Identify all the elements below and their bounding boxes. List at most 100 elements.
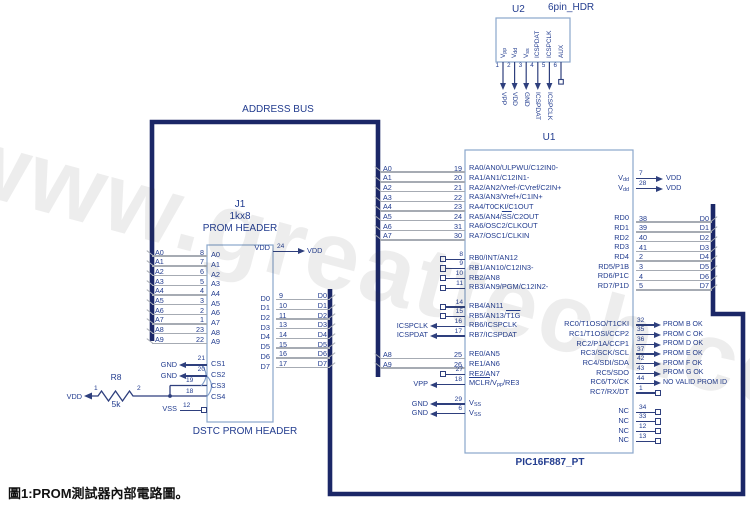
arrow-right-icon	[654, 351, 661, 358]
arrow-right-icon	[298, 248, 305, 255]
u2-part-label: 6pin_HDR	[548, 2, 595, 13]
u2-pin-arrows	[500, 83, 553, 90]
r8-refdes: R8	[110, 372, 122, 382]
arrow-right-icon	[654, 361, 661, 368]
nc-stub-row: 15	[440, 309, 465, 321]
wire	[636, 187, 656, 190]
u2-pin-name: Vpp	[499, 47, 508, 58]
arrow-left-icon	[179, 373, 186, 380]
nc-stub-row: 9	[440, 261, 465, 273]
u1-part-label: PIC16F887_PT	[515, 457, 585, 468]
u2-pin-name: AUX	[557, 44, 565, 58]
pin-name: Vdd	[618, 182, 629, 193]
wire	[186, 364, 207, 366]
pin-name: RC3/SCK/SCL	[580, 348, 629, 358]
arrow-left-icon	[430, 333, 437, 340]
u2-refdes: U2	[512, 4, 525, 15]
arrow-left-icon	[430, 410, 437, 417]
pin-name: A7	[211, 318, 221, 327]
nc-stub-row: 8	[440, 251, 465, 263]
wire	[437, 403, 465, 405]
pin-name: RA7/OSC1/CLKIN	[469, 231, 530, 240]
u1-re2-mclr-names: RE2/AN7 MCLR/Vpp/RE3	[469, 369, 519, 389]
nc-stub-row: 33	[636, 414, 661, 426]
u2-pin-name: Vss	[522, 48, 531, 58]
pin-name: RD2	[614, 232, 629, 242]
pin-name: RC6/TX/CK	[590, 377, 629, 387]
pin-name: A4	[211, 288, 221, 298]
pin-name: NC	[618, 435, 629, 445]
j1-titleblock: J1 1kx8 PROM HEADER	[165, 199, 315, 235]
pin-name: CS4	[211, 391, 226, 401]
wire	[437, 325, 465, 327]
pin-name: RE1/AN6	[469, 359, 500, 369]
pin-name: RD3	[614, 242, 629, 252]
pin-name: A6	[211, 308, 221, 318]
wire	[437, 413, 465, 415]
pin-name: RC5/SDO	[596, 367, 629, 377]
wire	[437, 335, 465, 337]
pin-number: 2	[507, 62, 511, 69]
j1-refdes: J1	[234, 199, 246, 210]
pin-name: RB7/ICSPDAT	[469, 330, 517, 340]
u1-rc7-stub: 1	[636, 385, 661, 397]
wire	[636, 343, 654, 346]
u2-aux-terminal	[558, 78, 564, 85]
vss-net-label: VSS	[162, 404, 177, 414]
pin-name: RA0/AN0/ULPWU/C12IN0-	[469, 163, 559, 173]
wire	[636, 382, 654, 384]
pin-name: RB2/AN8	[469, 272, 500, 282]
pin-name: A5	[211, 298, 221, 308]
nc-stub-row: 14	[440, 299, 465, 311]
u2-pin-name: Vdd	[511, 47, 520, 58]
resistor-pin-2: 2	[137, 385, 141, 392]
u1-porta-names: RA0/AN0/ULPWU/C12IN0-RA1/AN1/C12IN1-RA2/…	[469, 163, 561, 241]
arrow-right-icon	[654, 331, 661, 338]
pin-name: RB6/ICSPCLK	[469, 320, 518, 330]
j1-size-label: 1kx8	[229, 211, 251, 222]
pin-name: VDD	[254, 243, 270, 253]
figure-caption: 圖1:PROM測試器內部電路圖。	[8, 486, 189, 501]
wire	[273, 250, 298, 252]
nc-stub-row: 34	[636, 404, 661, 416]
arrow-left-icon	[430, 323, 437, 330]
u2-pin-name: ICSPDAT	[534, 30, 542, 58]
wire	[186, 375, 207, 377]
pin-name: RD0	[614, 213, 629, 223]
nc-stub-row: 27	[440, 367, 465, 379]
